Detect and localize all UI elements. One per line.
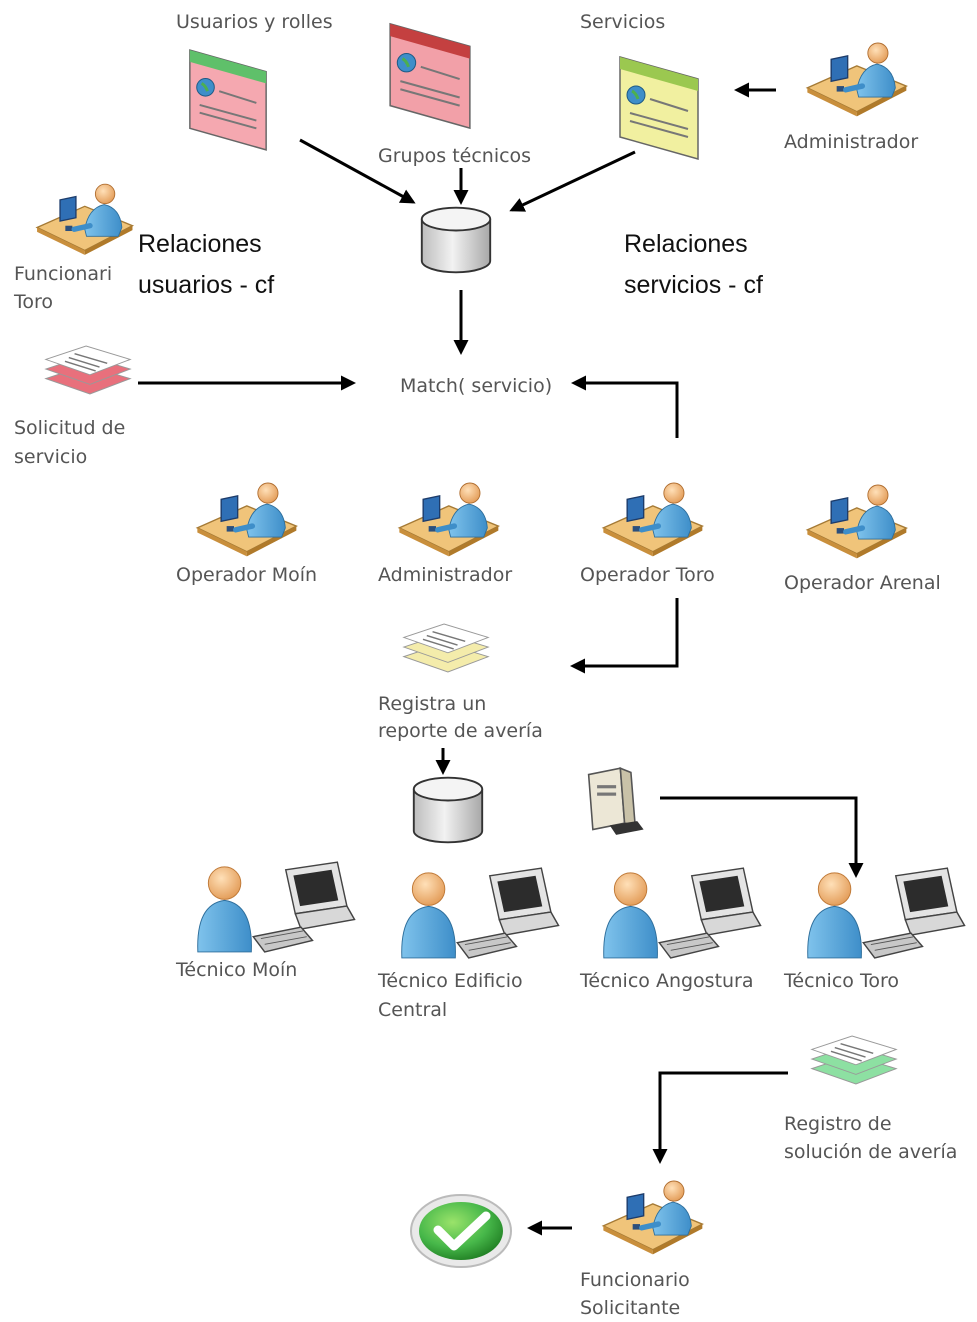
op-toro-desk-icon	[596, 474, 706, 558]
tec-toro-label: Técnico Toro	[784, 970, 899, 992]
op-moin-label: Operador Moín	[176, 564, 318, 586]
solicitud-label-2: servicio	[14, 446, 88, 468]
tec-edificio-label-2: Central	[378, 999, 448, 1021]
rel-services-label-2: servicios - cf	[624, 271, 763, 299]
op-moin-desk-icon	[190, 474, 300, 558]
tec-edificio-icon	[398, 866, 570, 962]
match-label: Match( servicio)	[400, 375, 553, 397]
func-sol-label-2: Solicitante	[580, 1297, 681, 1319]
solicitud-label-1: Solicitud de	[14, 417, 126, 439]
registro-sol-label-1: Registro de	[784, 1113, 892, 1135]
users-roles-page-icon	[184, 40, 272, 160]
central-database-icon	[418, 202, 494, 278]
tec-edificio-label-1: Técnico Edificio	[378, 970, 523, 992]
services-page-icon	[614, 48, 704, 168]
rel-users-label-2: usuarios - cf	[138, 271, 275, 299]
solicitud-docs-icon	[40, 336, 136, 404]
tec-angostura-icon	[600, 866, 772, 962]
func-toro-label-1: Funcionari	[14, 263, 113, 285]
func-sol-label-1: Funcionario	[580, 1269, 690, 1291]
services-label: Servicios	[580, 11, 666, 33]
rel-users-label-1: Relaciones	[138, 230, 262, 258]
solution-docs-icon	[806, 1026, 902, 1094]
func-toro-label-2: Toro	[14, 291, 54, 313]
op-arenal-label: Operador Arenal	[784, 572, 941, 594]
tech-groups-label: Grupos técnicos	[378, 145, 532, 167]
registra-label-2: reporte de avería	[378, 720, 543, 742]
arrow-services-to-db	[509, 150, 636, 212]
admin-mid-desk-icon	[392, 474, 502, 558]
tech-groups-page-icon	[384, 14, 476, 138]
approved-checkmark-icon	[410, 1194, 512, 1268]
arrow-solution-to-func	[652, 1071, 788, 1164]
op-toro-label: Operador Toro	[580, 564, 715, 586]
arrow-server-to-tectoro	[660, 796, 864, 878]
tec-moin-icon	[194, 860, 366, 956]
func-sol-desk-icon	[596, 1172, 706, 1256]
tec-moin-label: Técnico Moín	[176, 959, 298, 981]
registro-sol-label-2: solución de avería	[784, 1141, 958, 1163]
tec-toro-icon	[804, 866, 976, 962]
admin-top-label: Administrador	[784, 131, 919, 153]
report-database-icon	[410, 772, 486, 848]
admin-top-desk-icon	[800, 34, 910, 118]
server-icon	[582, 764, 646, 838]
arrow-optoro-to-report	[570, 598, 679, 674]
report-docs-icon	[398, 614, 494, 682]
func-toro-desk-icon	[30, 176, 136, 256]
op-arenal-desk-icon	[800, 476, 910, 560]
rel-services-label-1: Relaciones	[624, 230, 748, 258]
arrow-users-to-db	[299, 138, 416, 204]
admin-mid-label: Administrador	[378, 564, 513, 586]
tec-angostura-label: Técnico Angostura	[580, 970, 754, 992]
arrow-optoro-to-match	[571, 375, 679, 438]
registra-label-1: Registra un	[378, 693, 487, 715]
users-roles-label: Usuarios y rolles	[176, 11, 333, 33]
